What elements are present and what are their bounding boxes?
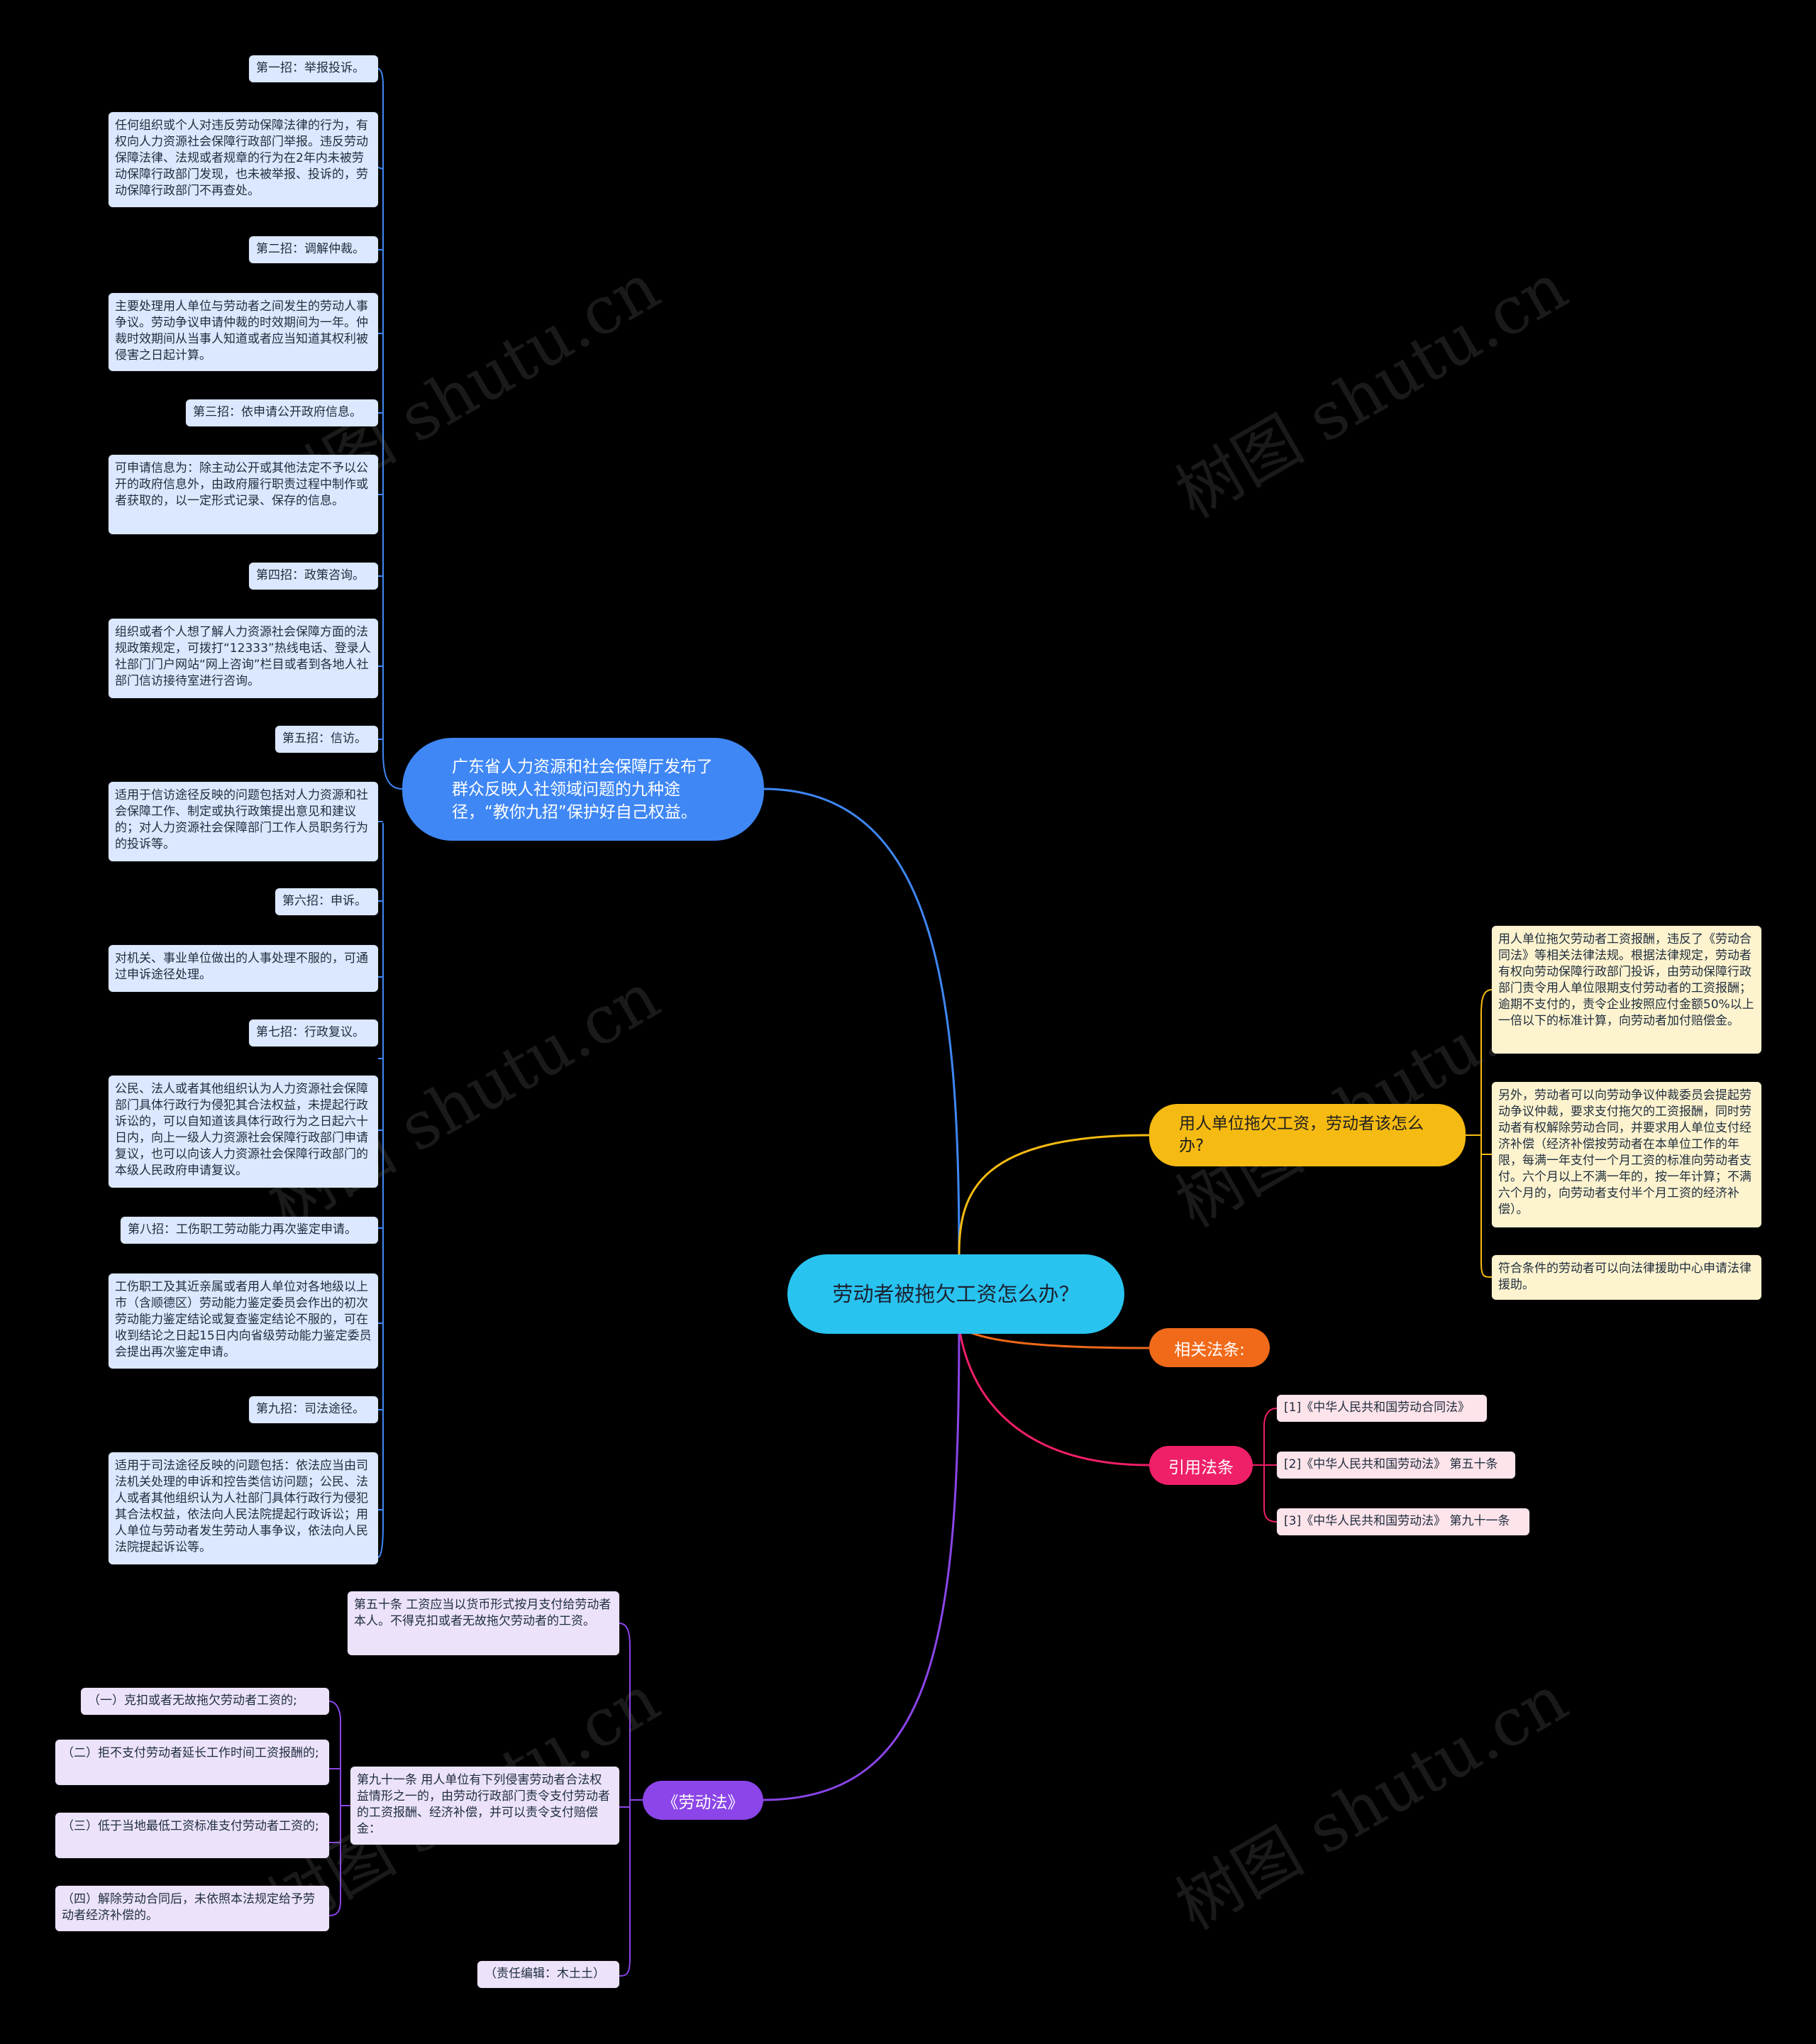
- way-9-detail[interactable]: 适用于司法途径反映的问题包括：依法应当由司法机关处理的申诉和控告类信访问题；公民…: [109, 1452, 378, 1564]
- cited-bracket: [1253, 1408, 1278, 1523]
- way-7-detail[interactable]: 公民、法人或者其他组织认为人力资源社会保障部门具体行政行为侵犯其合法权益，未提起…: [109, 1076, 378, 1188]
- employer-answer-3[interactable]: 符合条件的劳动者可以向法律援助中心申请法律援助。: [1492, 1255, 1761, 1300]
- center-topic[interactable]: 劳动者被拖欠工资怎么办？: [787, 1254, 1124, 1334]
- branch-labor-law[interactable]: 《劳动法》: [643, 1781, 763, 1820]
- branch-related-articles[interactable]: 相关法条:: [1149, 1328, 1270, 1367]
- way-3-title[interactable]: 第三招：依申请公开政府信息。: [186, 399, 378, 426]
- guangdong-bracket: [377, 68, 403, 1558]
- laborlaw-bracket: [328, 1623, 643, 1977]
- editor-credit[interactable]: （责任编辑：木土土）: [477, 1961, 619, 1988]
- way-4-title[interactable]: 第四招：政策咨询。: [249, 563, 378, 590]
- way-2-title[interactable]: 第二招：调解仲裁。: [249, 236, 378, 263]
- link-center-laborlaw: [763, 1326, 960, 1801]
- way-5-detail[interactable]: 适用于信访途径反映的问题包括对人力资源和社会保障工作、制定或执行政策提出意见和建…: [109, 782, 378, 861]
- way-6-detail[interactable]: 对机关、事业单位做出的人事处理不服的，可通过申诉途径处理。: [109, 945, 378, 992]
- link-center-guangdong: [763, 788, 960, 1255]
- cited-article-1[interactable]: [1]《中华人民共和国劳动合同法》: [1277, 1395, 1487, 1422]
- way-3-detail[interactable]: 可申请信息为：除主动公开或其他法定不予以公开的政府信息外，由政府履行职责过程中制…: [109, 455, 378, 534]
- link-center-cited: [958, 1326, 1150, 1466]
- way-1-detail[interactable]: 任何组织或个人对违反劳动保障法律的行为，有权向人力资源社会保障行政部门举报。违反…: [109, 112, 378, 207]
- employer-bracket: [1466, 989, 1493, 1278]
- way-6-title[interactable]: 第六招：申诉。: [275, 888, 378, 915]
- labor-law-article-91-item-4[interactable]: （四）解除劳动合同后，未依照本法规定给予劳动者经济补偿的。: [55, 1886, 329, 1931]
- branch-employer-arrears[interactable]: 用人单位拖欠工资，劳动者该怎么办?: [1149, 1104, 1466, 1166]
- employer-answer-1[interactable]: 用人单位拖欠劳动者工资报酬，违反了《劳动合同法》等相关法律法规。根据法律规定，劳…: [1492, 926, 1761, 1054]
- way-8-detail[interactable]: 工伤职工及其近亲属或者用人单位对各地级以上市（含顺德区）劳动能力鉴定委员会作出的…: [109, 1274, 378, 1369]
- labor-law-article-91-item-3[interactable]: （三）低于当地最低工资标准支付劳动者工资的;: [55, 1813, 329, 1858]
- labor-law-article-91[interactable]: 第九十一条 用人单位有下列侵害劳动者合法权益情形之一的，由劳动行政部门责令支付劳…: [350, 1767, 619, 1845]
- branch-cited-articles[interactable]: 引用法条: [1149, 1446, 1253, 1485]
- way-5-title[interactable]: 第五招：信访。: [275, 726, 378, 753]
- way-7-title[interactable]: 第七招：行政复议。: [249, 1020, 378, 1046]
- way-1-title[interactable]: 第一招：举报投诉。: [249, 55, 378, 82]
- way-2-detail[interactable]: 主要处理用人单位与劳动者之间发生的劳动人事争议。劳动争议申请仲裁的时效期间为一年…: [109, 293, 378, 371]
- labor-law-article-91-item-2[interactable]: （二）拒不支付劳动者延长工作时间工资报酬的;: [55, 1740, 329, 1785]
- cited-article-2[interactable]: [2]《中华人民共和国劳动法》 第五十条: [1277, 1452, 1515, 1479]
- employer-answer-2[interactable]: 另外，劳动者可以向劳动争议仲裁委员会提起劳动争议仲裁，要求支付拖欠的工资报酬，同…: [1492, 1082, 1761, 1227]
- labor-law-article-50[interactable]: 第五十条 工资应当以货币形式按月支付给劳动者本人。不得克扣或者无故拖欠劳动者的工…: [348, 1591, 619, 1655]
- labor-law-article-91-item-1[interactable]: （一）克扣或者无故拖欠劳动者工资的;: [81, 1688, 329, 1715]
- branch-guangdong-nine-ways[interactable]: 广东省人力资源和社会保障厅发布了群众反映人社领域问题的九种途径，“教你九招”保护…: [402, 738, 764, 841]
- way-8-title[interactable]: 第八招：工伤职工劳动能力再次鉴定申请。: [121, 1217, 378, 1244]
- way-9-title[interactable]: 第九招：司法途径。: [249, 1396, 378, 1423]
- cited-article-3[interactable]: [3]《中华人民共和国劳动法》 第九十一条: [1277, 1508, 1529, 1535]
- way-4-detail[interactable]: 组织或者个人想了解人力资源社会保障方面的法规政策规定，可拨打“12333”热线电…: [109, 619, 378, 698]
- link-center-employer: [958, 1134, 1150, 1255]
